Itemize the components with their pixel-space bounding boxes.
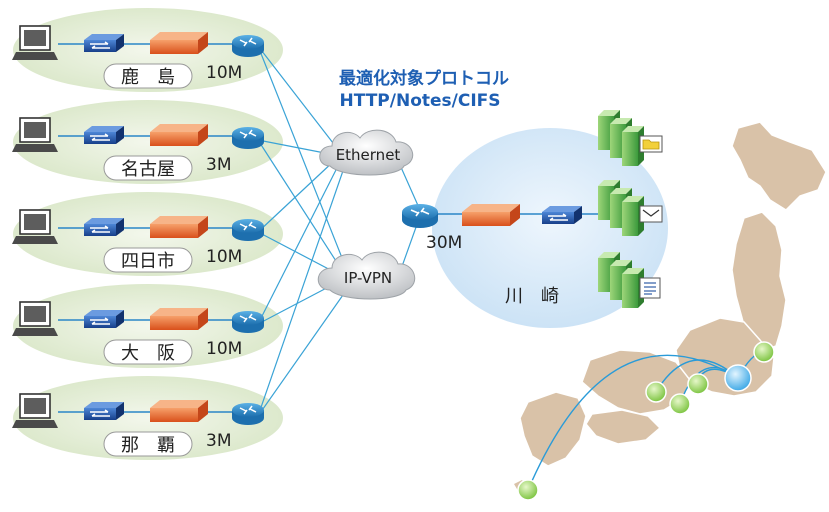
- branch-name-box: 大 阪: [103, 339, 193, 365]
- branch-name-label: 鹿 島: [121, 67, 175, 88]
- optimization-target-title: 最適化対象プロトコル: [339, 68, 509, 89]
- switch-icon: [84, 218, 124, 236]
- branch-name-box: 名古屋: [103, 155, 193, 181]
- wan-links: [257, 45, 421, 417]
- branch-area-naha: [13, 376, 283, 460]
- japan-map: [514, 121, 827, 501]
- branch-osaka: 大 阪 10M: [12, 301, 264, 365]
- branch-areas: [13, 8, 283, 460]
- branch-speed-label: 10M: [206, 339, 242, 359]
- map-site-kashima: [753, 341, 775, 363]
- cloud-ethernet: Ethernet: [319, 129, 414, 176]
- switch-icon: [84, 126, 124, 144]
- branch-yokkaichi: 四日市 10M: [12, 209, 264, 273]
- hq-switch-icon: [542, 206, 582, 224]
- server-stack: [598, 110, 644, 166]
- hq-site-label: 川 崎: [505, 286, 559, 307]
- hq-equipment: 30M 川 崎: [402, 204, 582, 307]
- router-icon: [232, 35, 264, 57]
- router-icon: [232, 127, 264, 149]
- map-site-nagoya: [669, 393, 691, 415]
- folder-icon: [639, 135, 663, 153]
- cloud-ethernet-label: Ethernet: [336, 146, 401, 164]
- mail-icon: [639, 205, 663, 223]
- map-region-tohoku: [731, 211, 787, 353]
- branch-name-label: 大 阪: [121, 343, 175, 364]
- map-link-naha: [527, 354, 739, 491]
- cloud-ipvpn-label: IP-VPN: [344, 269, 392, 287]
- branch-equipment: 鹿 島 10M 名古屋 3M 四日市 10M 大 阪 10M 那 覇 3M: [12, 25, 264, 457]
- router-icon: [232, 403, 264, 425]
- map-region-shikoku: [585, 409, 662, 445]
- branch-speed-label: 10M: [206, 247, 242, 267]
- branch-kashima: 鹿 島 10M: [12, 25, 264, 89]
- branch-speed-label: 3M: [206, 155, 231, 175]
- accelerator-icon: [150, 32, 208, 54]
- switch-icon: [84, 402, 124, 420]
- router-icon: [232, 219, 264, 241]
- optimization-target-protocols: HTTP/Notes/CIFS: [339, 91, 500, 111]
- laptop-icon: [12, 301, 58, 336]
- map-region-kyushu: [519, 391, 587, 467]
- laptop-icon: [12, 25, 58, 60]
- accelerator-icon: [150, 124, 208, 146]
- accelerator-icon: [150, 308, 208, 330]
- branch-area-kashima: [13, 8, 283, 92]
- branch-area-osaka: [13, 284, 283, 368]
- map-region-hokkaido: [731, 121, 827, 211]
- branch-nagoya: 名古屋 3M: [12, 117, 264, 181]
- laptop-icon: [12, 393, 58, 428]
- map-site-kawasaki: [724, 364, 752, 392]
- map-site-yokkaichi: [687, 373, 709, 395]
- branch-speed-label: 10M: [206, 63, 242, 83]
- server-stacks: [598, 110, 663, 308]
- branch-area-yokkaichi: [13, 192, 283, 276]
- router-icon: [232, 311, 264, 333]
- branch-naha: 那 覇 3M: [12, 393, 264, 457]
- branch-area-nagoya: [13, 100, 283, 184]
- branch-name-box: 四日市: [103, 247, 193, 273]
- accelerator-icon: [150, 400, 208, 422]
- switch-icon: [84, 34, 124, 52]
- cloud-ipvpn: IP-VPN: [317, 251, 416, 300]
- branch-name-label: 名古屋: [121, 159, 175, 180]
- branch-name-box: 那 覇: [103, 431, 193, 457]
- branch-name-box: 鹿 島: [103, 63, 193, 89]
- branch-speed-label: 3M: [206, 431, 231, 451]
- hq-accelerator-icon: [462, 204, 520, 226]
- laptop-icon: [12, 209, 58, 244]
- document-icon: [639, 277, 661, 299]
- hq-speed-label: 30M: [426, 233, 462, 253]
- map-site-naha: [517, 479, 539, 501]
- branch-name-label: 那 覇: [121, 435, 175, 456]
- laptop-icon: [12, 117, 58, 152]
- switch-icon: [84, 310, 124, 328]
- server-stack: [598, 252, 644, 308]
- accelerator-icon: [150, 216, 208, 238]
- hq-router-icon: [402, 204, 438, 228]
- branch-name-label: 四日市: [121, 251, 175, 272]
- map-site-osaka: [645, 381, 667, 403]
